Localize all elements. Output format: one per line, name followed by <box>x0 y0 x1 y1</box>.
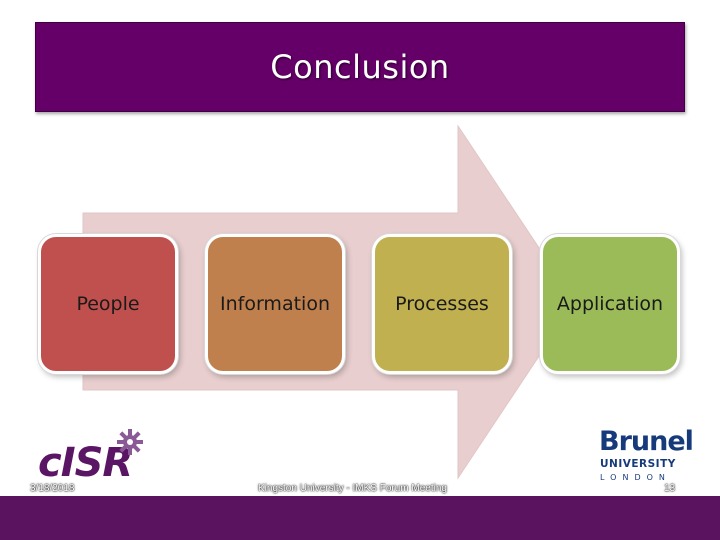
step-label-application: Application <box>556 293 664 315</box>
step-label-people: People <box>76 293 140 315</box>
slide-title: Conclusion <box>270 48 450 86</box>
step-card-people: People <box>38 234 178 374</box>
slide-number: 13 <box>664 483 676 494</box>
step-label-information: Information <box>220 293 330 315</box>
step-card-application: Application <box>540 234 680 374</box>
cisr-logo: cISR <box>38 428 148 486</box>
brunel-logo: Brunel UNIVERSITY LONDON <box>596 426 694 484</box>
step-card-information: Information <box>205 234 345 374</box>
footer-bar <box>0 496 720 540</box>
slide-title-bar: Conclusion <box>35 22 685 112</box>
step-card-processes: Processes <box>372 234 512 374</box>
step-label-processes: Processes <box>395 293 489 315</box>
brunel-logo-name: Brunel <box>599 426 694 457</box>
cisr-logo-text: cISR <box>38 440 133 486</box>
gear-icon <box>117 429 143 455</box>
brunel-logo-city: LONDON <box>600 473 671 482</box>
brunel-logo-university: UNIVERSITY <box>600 458 676 470</box>
footer-date: 3/18/2018 <box>30 483 75 494</box>
footer-event: Kingston University - IMKS Forum Meeting <box>258 483 447 494</box>
